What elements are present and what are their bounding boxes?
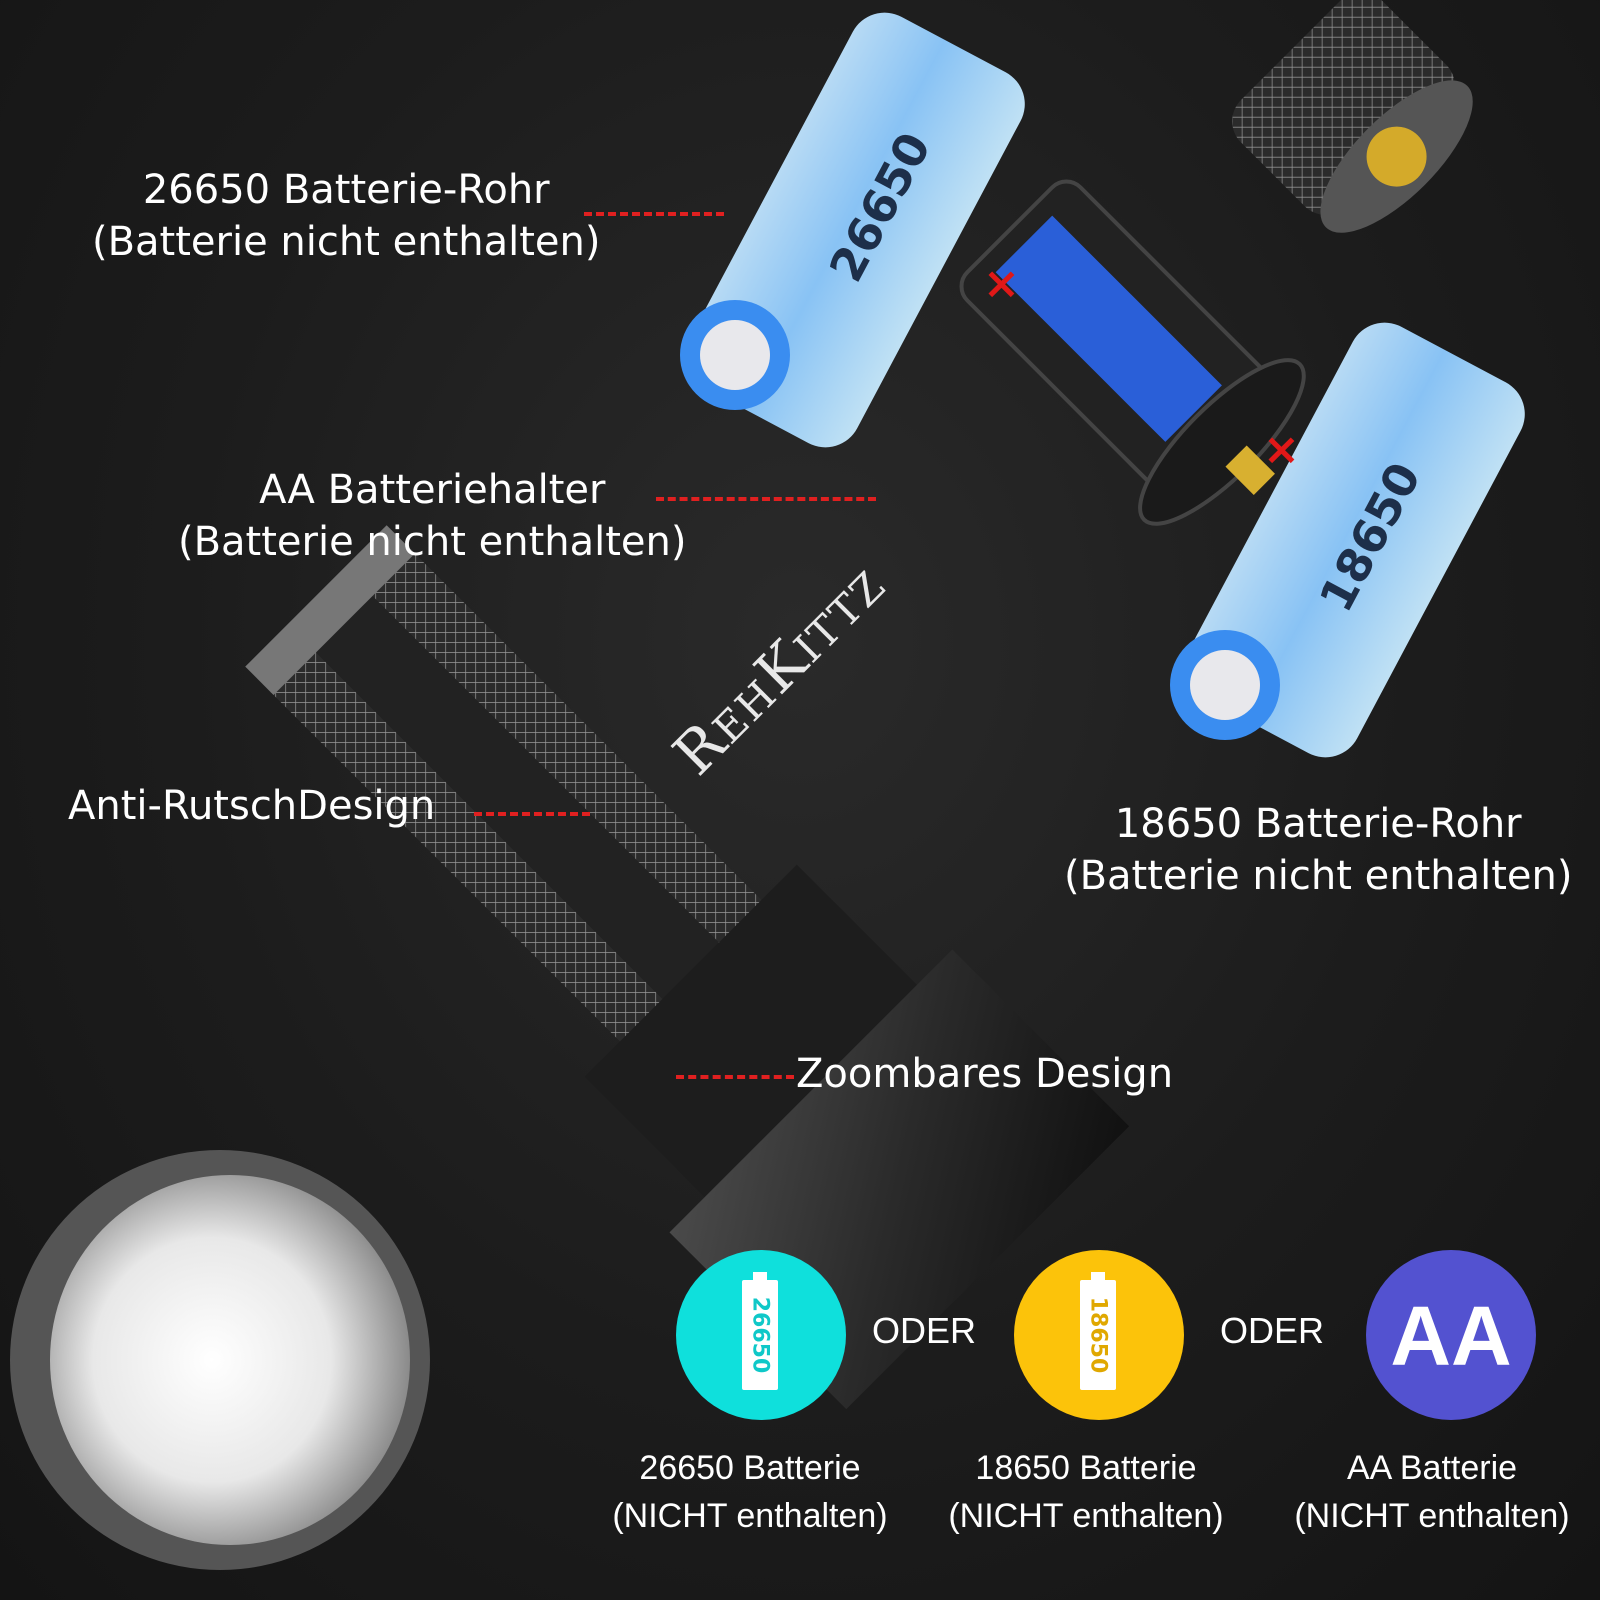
cell-18650-terminal	[1170, 630, 1280, 740]
callout-26650-tube-title: 26650 Batterie-Rohr	[142, 167, 550, 213]
x-mark-icon: ×	[983, 258, 1020, 309]
caption-title: 18650 Batterie	[975, 1449, 1197, 1487]
callout-aa-holder-note: (Batterie nicht enthalten)	[178, 519, 687, 565]
aa-label: AA	[1390, 1289, 1512, 1383]
caption-title: AA Batterie	[1346, 1449, 1518, 1487]
callout-18650-tube-title: 18650 Batterie-Rohr	[1114, 801, 1522, 847]
battery-options: 26650 ODER 18650 ODER AA	[660, 1250, 1540, 1430]
battery-icon: 18650	[1080, 1272, 1116, 1390]
caption-note: (NICHT enthalten)	[948, 1497, 1224, 1535]
callout-line	[584, 212, 724, 216]
separator-oder: ODER	[872, 1310, 977, 1351]
callout-aa-holder: AA Batteriehalter (Batterie nicht enthal…	[178, 464, 687, 568]
caption-18650: 18650 Batterie (NICHT enthalten)	[926, 1444, 1246, 1540]
callout-18650-tube-note: (Batterie nicht enthalten)	[1064, 853, 1573, 899]
battery-18650-icon: 18650	[1014, 1250, 1184, 1420]
callout-line	[656, 497, 876, 501]
battery-aa-icon: AA	[1366, 1250, 1536, 1420]
callout-aa-holder-title: AA Batteriehalter	[259, 467, 606, 513]
callout-line	[474, 812, 590, 816]
callout-line	[676, 1075, 794, 1079]
callout-26650-tube-note: (Batterie nicht enthalten)	[92, 219, 601, 265]
battery-26650-icon: 26650	[676, 1250, 846, 1420]
callout-26650-tube: 26650 Batterie-Rohr (Batterie nicht enth…	[92, 164, 601, 268]
callout-anti-slip: Anti-RutschDesign	[68, 783, 436, 829]
caption-note: (NICHT enthalten)	[1294, 1497, 1570, 1535]
battery-icon: 26650	[742, 1272, 778, 1390]
callout-zoom: Zoombares Design	[796, 1051, 1174, 1097]
x-mark-icon: ×	[1263, 424, 1300, 475]
caption-26650: 26650 Batterie (NICHT enthalten)	[590, 1444, 910, 1540]
caption-title: 26650 Batterie	[639, 1449, 861, 1487]
separator-oder: ODER	[1220, 1310, 1325, 1351]
caption-note: (NICHT enthalten)	[612, 1497, 888, 1535]
caption-aa: AA Batterie (NICHT enthalten)	[1272, 1444, 1592, 1540]
callout-18650-tube: 18650 Batterie-Rohr (Batterie nicht enth…	[1064, 798, 1573, 902]
cell-26650-terminal	[680, 300, 790, 410]
